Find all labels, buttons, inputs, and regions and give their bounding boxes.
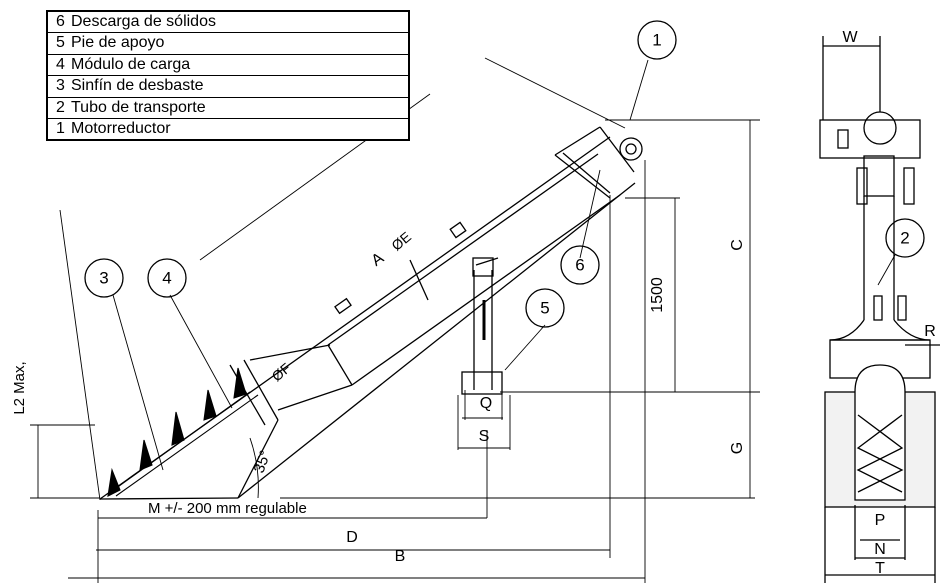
callout-circle-5 [525,288,565,328]
dim-m-adjustable: M +/- 200 mm regulable [148,500,307,517]
dim-d: D [346,529,358,546]
callout-leaders [112,59,896,471]
legend-number: 4 [56,55,65,73]
dim-t: T [875,560,885,577]
legend-row: 4 Módulo de carga [48,55,408,77]
callout-circle-6 [560,245,600,285]
legend-number: 2 [56,98,65,116]
dim-r: R [924,323,936,340]
legend-number: 1 [56,119,65,137]
legend-number: 3 [56,77,65,95]
legend-label: Sinfín de desbaste [71,77,204,95]
dim-g: G [729,442,746,454]
dim-n: N [874,541,886,558]
dim-diam-f: ØF [269,360,294,385]
screw-flights [107,367,259,497]
drive-head [554,126,643,199]
transport-tube [99,136,636,500]
dim-b: B [395,548,406,565]
support-leg [334,221,503,395]
dim-1500: 1500 [649,277,666,313]
callout-circle-2 [885,218,925,258]
dim-c: C [729,239,746,251]
dimension-lines [30,57,760,583]
dim-diam-e: ØE [388,228,414,253]
legend-row: 2 Tubo de transporte [48,98,408,119]
legend-label: Pie de apoyo [71,34,165,52]
callout-1: 1 [652,30,661,49]
legend-number: 6 [56,13,65,30]
legend-row: 5 Pie de apoyo [48,33,408,55]
dim-angle: 35° [251,448,275,475]
legend-row: 1 Motorreductor [48,119,408,139]
callout-6: 6 [575,255,584,274]
callout-2: 2 [900,228,909,247]
dim-s: S [479,428,490,445]
legend-label: Descarga de sólidos [71,13,216,30]
dim-l2-max: L2 Max, [11,361,28,414]
legend-row: 6 Descarga de sólidos [48,12,408,34]
dim-p: P [875,512,886,529]
callout-circle-4 [147,258,187,298]
callout-5: 5 [540,298,549,317]
legend-row: 3 Sinfín de desbaste [48,76,408,98]
dim-w: W [842,29,858,46]
dim-q: Q [480,395,492,412]
callout-3: 3 [99,268,108,287]
parts-legend: 6 Descarga de sólidos 5 Pie de apoyo 4 Módu… [46,10,410,142]
dim-a: A [369,250,388,270]
legend-label: Módulo de carga [71,55,191,73]
callout-circle-1 [637,20,677,60]
loading-module [99,344,353,500]
front-view [819,36,940,583]
callout-circle-3 [84,258,124,298]
legend-label: Motorreductor [71,119,171,137]
legend-number: 5 [56,34,65,52]
legend-label: Tubo de transporte [71,98,206,116]
callout-4: 4 [162,268,171,287]
